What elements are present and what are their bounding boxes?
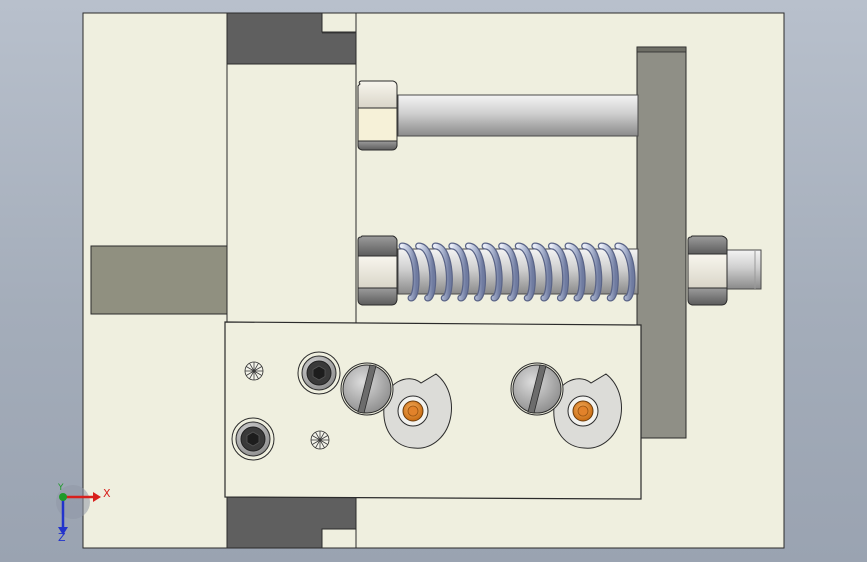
spring-coil-highlight <box>432 243 452 301</box>
spring-coil-highlight <box>615 243 635 301</box>
small-screw-top-left[interactable] <box>244 361 264 381</box>
spring-coil-highlight <box>532 243 552 301</box>
side-pocket[interactable] <box>90 245 228 315</box>
upper-guide-rod[interactable] <box>397 94 639 137</box>
small-screw-middle[interactable] <box>310 430 330 450</box>
cam-lever-left[interactable] <box>383 373 452 449</box>
spring-coil-highlight <box>499 243 518 301</box>
triad-z-label: Z <box>58 531 66 544</box>
spring-coil-highlight <box>399 243 419 301</box>
lower-left-hex-nut[interactable] <box>357 235 398 306</box>
triad-x-arrow-icon <box>93 492 101 502</box>
triad-z-arrow-icon <box>58 527 68 535</box>
spring-coil-highlight <box>466 243 485 301</box>
rod-threaded-end[interactable] <box>726 249 762 290</box>
coordinate-triad[interactable] <box>56 485 101 535</box>
spring-coil-highlight <box>598 243 618 301</box>
spring-coil-highlight <box>515 243 535 301</box>
upper-hex-nut[interactable] <box>357 80 398 151</box>
spring-coil-highlight <box>565 243 585 301</box>
slotted-screw-left[interactable] <box>340 362 394 416</box>
end-plate[interactable] <box>636 46 687 439</box>
triad-x-label: X <box>103 487 111 500</box>
end-plate-top-edge <box>636 46 687 53</box>
slotted-screw-right[interactable] <box>510 362 564 416</box>
spring-coil-highlight <box>482 243 502 301</box>
cam-lever-right[interactable] <box>553 373 622 449</box>
spring-coil-highlight <box>549 243 568 301</box>
spring-coil-highlight <box>416 243 435 301</box>
compression-spring[interactable] <box>398 242 636 302</box>
socket-cap-screw-lower[interactable] <box>231 417 275 461</box>
spring-coil-highlight <box>449 243 469 301</box>
top-clamp-block[interactable] <box>226 12 357 65</box>
lower-right-hex-nut[interactable] <box>687 235 728 306</box>
triad-y-axis-icon <box>59 493 67 501</box>
triad-y-label: Y <box>58 483 64 493</box>
spring-coil-highlight <box>582 243 601 301</box>
socket-cap-screw-upper[interactable] <box>297 351 341 395</box>
